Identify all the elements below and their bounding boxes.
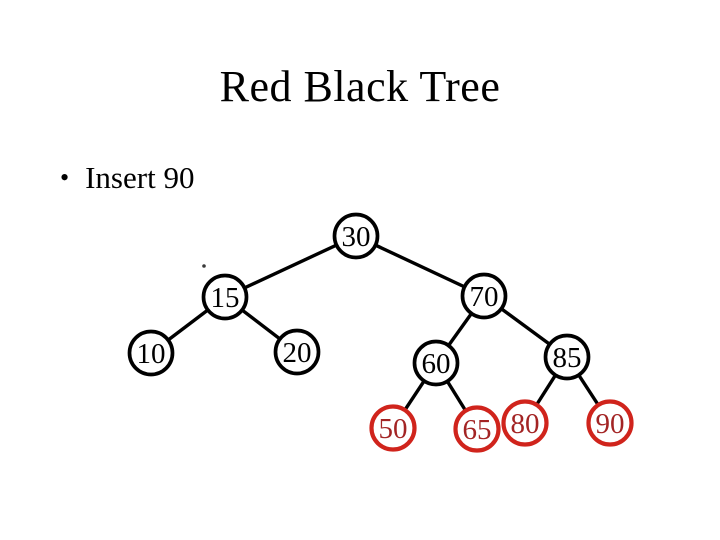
tree-node-label-90: 90 bbox=[596, 408, 625, 440]
tree-node-65 bbox=[453, 405, 501, 453]
tree-node-85 bbox=[543, 333, 591, 381]
tree-node-50 bbox=[369, 404, 417, 452]
tree-node-label-65: 65 bbox=[463, 414, 492, 446]
tree-node-30 bbox=[332, 212, 380, 260]
tree-node-label-50: 50 bbox=[379, 413, 408, 445]
tree-node-label-80: 80 bbox=[511, 408, 540, 440]
tree-node-70 bbox=[460, 272, 508, 320]
tree-node-label-10: 10 bbox=[137, 338, 166, 370]
tree-edge-30-70 bbox=[355, 234, 485, 298]
tree-node-label-20: 20 bbox=[283, 337, 312, 369]
tree-node-label-15: 15 bbox=[211, 282, 240, 314]
tree-node-label-70: 70 bbox=[470, 281, 499, 313]
slide-title: Red Black Tree bbox=[219, 62, 501, 111]
bullet-text: Insert 90 bbox=[85, 160, 195, 195]
bullet-icon: • bbox=[60, 163, 70, 192]
stray-ink-speck bbox=[202, 264, 206, 268]
tree-node-15 bbox=[201, 273, 249, 321]
tree-edge-30-15 bbox=[224, 234, 357, 299]
tree-node-label-85: 85 bbox=[553, 342, 582, 374]
bullet-item: • Insert 90 bbox=[60, 160, 195, 195]
tree-node-90 bbox=[586, 399, 634, 447]
tree-node-80 bbox=[501, 399, 549, 447]
tree-node-label-60: 60 bbox=[422, 348, 451, 380]
tree-node-label-30: 30 bbox=[342, 221, 371, 253]
tree-node-60 bbox=[412, 339, 460, 387]
tree-node-20 bbox=[273, 328, 321, 376]
tree-node-10 bbox=[127, 329, 175, 377]
